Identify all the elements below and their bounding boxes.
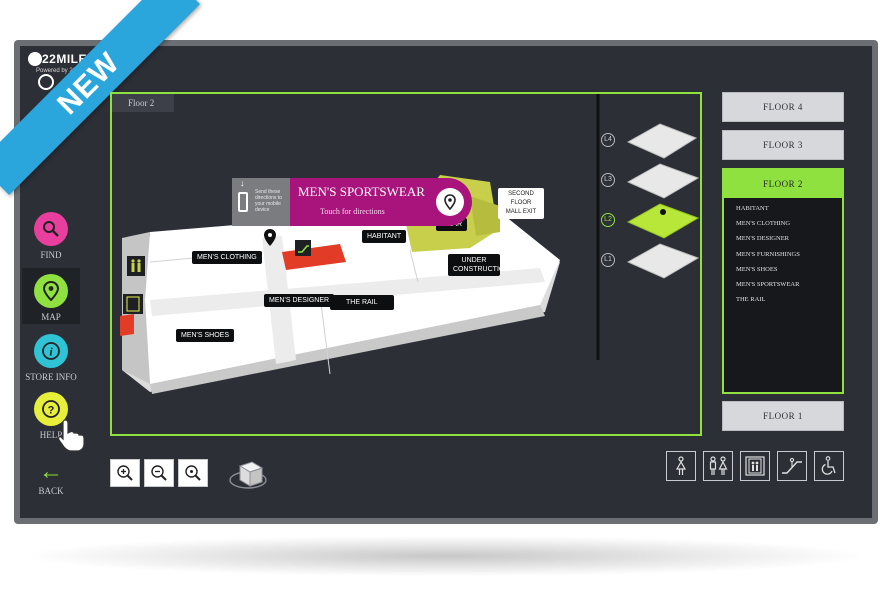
family-restroom-button[interactable] bbox=[703, 451, 733, 481]
floor-store-item[interactable]: MEN'S FURNISHINGS bbox=[736, 250, 800, 258]
sidebar-item-label: MAP bbox=[41, 312, 61, 322]
send-to-mobile-text: Send these directions to your mobile dev… bbox=[255, 189, 282, 213]
level-label-l1[interactable]: L1 bbox=[601, 253, 615, 267]
level-l4-map[interactable] bbox=[626, 123, 698, 159]
store-label-mens-clothing[interactable]: MEN'S CLOTHING bbox=[192, 251, 262, 264]
floor-2-button[interactable]: FLOOR 2 bbox=[724, 170, 842, 198]
sidebar-item-store-info[interactable]: i STORE INFO bbox=[22, 334, 80, 386]
sidebar-item-help[interactable]: ? HELP bbox=[22, 392, 80, 442]
womens-restroom-icon bbox=[675, 456, 687, 475]
floor-tag: Floor 2 bbox=[112, 94, 174, 112]
map-slab-edge bbox=[150, 305, 545, 394]
map-viewport[interactable] bbox=[110, 92, 702, 436]
zoom-out-button[interactable] bbox=[144, 459, 174, 487]
store-label-mens-shoes[interactable]: MEN'S SHOES bbox=[176, 329, 235, 342]
store-label-mens-designer[interactable]: MEN'S DESIGNER bbox=[264, 294, 335, 307]
search-icon bbox=[34, 212, 68, 246]
map-zone-exit bbox=[470, 196, 500, 236]
level-l3-map[interactable] bbox=[626, 163, 700, 199]
zoom-in-icon bbox=[117, 465, 133, 481]
popup-subtitle: Touch for directions bbox=[320, 207, 385, 216]
download-arrow-icon: ↓ bbox=[240, 178, 245, 188]
logo-tagline: Powered by 22 bbox=[36, 68, 77, 74]
level-l1-map[interactable] bbox=[626, 243, 700, 279]
floor-2-store-list: HABITANT MEN'S CLOTHING MEN'S DESIGNER M… bbox=[724, 198, 842, 307]
logo-mark-icon bbox=[28, 52, 42, 66]
level-label-l2[interactable]: L2 bbox=[601, 213, 615, 227]
sidebar-item-find[interactable]: FIND bbox=[22, 212, 80, 264]
level-l2-pin-icon bbox=[660, 209, 666, 215]
store-label-under-construction[interactable]: UNDER CONSTRUCTION bbox=[448, 254, 509, 276]
zoom-out-icon bbox=[151, 465, 167, 481]
escalator-button[interactable] bbox=[777, 451, 807, 481]
floor-store-item[interactable]: THE RAIL bbox=[736, 296, 766, 304]
accessible-button[interactable] bbox=[814, 451, 844, 481]
zoom-in-button[interactable] bbox=[110, 459, 140, 487]
floor-3-button[interactable]: FLOOR 3 bbox=[722, 130, 844, 160]
question-icon: ? bbox=[34, 392, 68, 426]
floor-1-button[interactable]: FLOOR 1 bbox=[722, 401, 844, 431]
store-label-second-floor-exit[interactable]: SECOND FLOOR MALL EXIT bbox=[498, 188, 544, 219]
sidebar-item-map[interactable]: MAP bbox=[22, 268, 80, 324]
popup-title: MEN'S SPORTSWEAR bbox=[298, 184, 425, 199]
sun-icon bbox=[38, 74, 54, 90]
back-label: BACK bbox=[38, 486, 64, 496]
phone-icon bbox=[238, 192, 248, 212]
map-wall bbox=[409, 249, 419, 283]
store-label-the-rail[interactable]: THE RAIL bbox=[330, 295, 394, 310]
family-restroom-icon bbox=[709, 456, 728, 475]
map-pin-icon bbox=[436, 188, 464, 216]
level-label-l4[interactable]: L4 bbox=[601, 133, 615, 147]
elevator-button[interactable] bbox=[740, 451, 770, 481]
map-zone-store bbox=[120, 314, 134, 336]
womens-restroom-button[interactable] bbox=[666, 451, 696, 481]
map-pin-icon bbox=[34, 274, 68, 308]
zoom-reset-icon bbox=[185, 465, 201, 481]
info-icon: i bbox=[34, 334, 68, 368]
escalator-marker-icon bbox=[295, 240, 311, 256]
svg-text:?: ? bbox=[48, 405, 55, 417]
device-shadow bbox=[30, 536, 860, 576]
escalator-icon bbox=[782, 457, 802, 474]
back-button[interactable]: ← BACK bbox=[22, 460, 80, 500]
floor-store-item[interactable]: MEN'S CLOTHING bbox=[736, 220, 791, 228]
you-are-here-pin-icon bbox=[264, 229, 276, 246]
hand-pointer-icon bbox=[58, 419, 85, 452]
floor-store-item[interactable]: MEN'S SPORTSWEAR bbox=[736, 280, 800, 288]
store-label-habitant[interactable]: HABITANT bbox=[362, 230, 407, 243]
map-wall bbox=[319, 295, 331, 375]
sidebar-item-label: FIND bbox=[40, 250, 62, 260]
floor-4-button[interactable]: FLOOR 4 bbox=[722, 92, 844, 122]
restroom-marker-icon bbox=[127, 256, 145, 276]
store-popup[interactable]: ↓ Send these directions to your mobile d… bbox=[232, 178, 472, 226]
arrow-left-icon: ← bbox=[39, 459, 63, 485]
accessible-icon bbox=[821, 456, 836, 475]
level-l2-map[interactable] bbox=[626, 203, 700, 239]
directions-button[interactable]: MEN'S SPORTSWEAR Touch for directions bbox=[290, 178, 472, 226]
svg-text:i: i bbox=[49, 345, 53, 359]
floor-store-item[interactable]: HABITANT bbox=[736, 205, 769, 212]
sidebar-item-label: STORE INFO bbox=[25, 372, 77, 382]
rotate-3d-icon[interactable] bbox=[229, 461, 267, 489]
floor-store-item[interactable]: MEN'S DESIGNER bbox=[736, 235, 789, 243]
floor-2-panel[interactable]: FLOOR 2 HABITANT MEN'S CLOTHING MEN'S DE… bbox=[722, 168, 844, 394]
send-to-mobile-button[interactable]: ↓ Send these directions to your mobile d… bbox=[232, 178, 290, 226]
elevator-marker-icon bbox=[123, 294, 143, 314]
sidebar-item-label: HELP bbox=[39, 430, 63, 440]
floor-store-item[interactable]: MEN'S SHOES bbox=[736, 265, 778, 273]
zoom-reset-button[interactable] bbox=[178, 459, 208, 487]
map-corridor bbox=[150, 268, 545, 316]
elevator-icon bbox=[745, 456, 765, 476]
level-label-l3[interactable]: L3 bbox=[601, 173, 615, 187]
